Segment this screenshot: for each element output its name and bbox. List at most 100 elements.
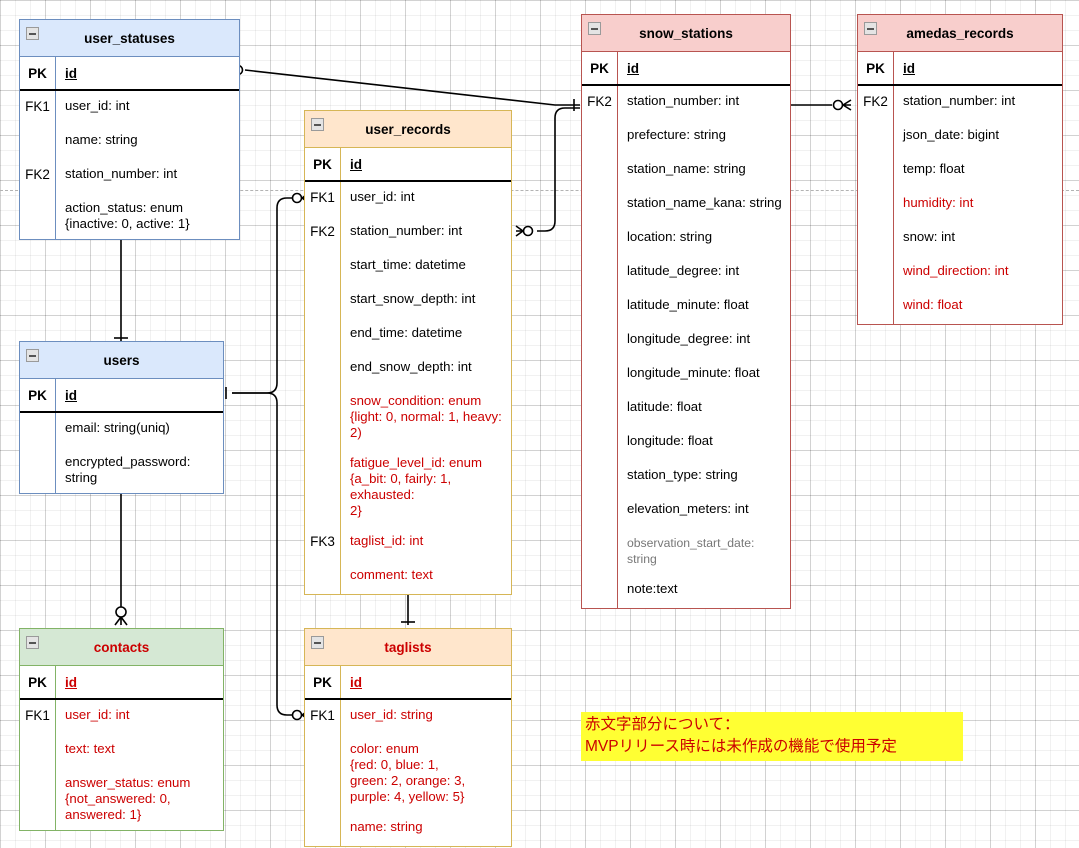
- collapse-icon[interactable]: [588, 22, 601, 35]
- fk-label: [20, 768, 56, 830]
- attribute-text: email: string(uniq): [65, 420, 170, 435]
- attribute-list: FK2 station_number: int prefecture: stri…: [582, 86, 790, 608]
- crowsfoot-user-records-station-number: [515, 225, 534, 237]
- attribute-row: FK1 user_id: int: [305, 182, 511, 216]
- fk-label: [305, 250, 341, 284]
- fk-label: [305, 284, 341, 318]
- attribute-text: longitude_degree: int: [627, 331, 751, 346]
- fk-label: [858, 222, 894, 256]
- attribute-row: json_date: bigint: [858, 120, 1062, 154]
- fk-label: [582, 324, 618, 358]
- attribute-text: user_id: int: [350, 189, 415, 204]
- attribute-text: wind_direction: int: [903, 263, 1009, 278]
- attribute-list: FK2 station_number: int json_date: bigin…: [858, 86, 1062, 324]
- attribute-text: encrypted_password: string: [65, 454, 191, 485]
- attribute-row: longitude_minute: float: [582, 358, 790, 392]
- attribute-list: FK1 user_id: int text: text answer_statu…: [20, 700, 223, 830]
- attribute-text: station_type: string: [627, 467, 738, 482]
- attribute-row: FK2 station_number: int: [582, 86, 790, 120]
- attribute-row: text: text: [20, 734, 223, 768]
- attribute-row: name: string: [20, 125, 239, 159]
- collapse-icon[interactable]: [311, 636, 324, 649]
- entity-snow-stations[interactable]: snow_stations PK id FK2 station_number: …: [581, 14, 791, 609]
- attribute-row: location: string: [582, 222, 790, 256]
- collapse-icon[interactable]: [864, 22, 877, 35]
- pk-field: id: [65, 65, 77, 81]
- attribute-text: snow: int: [903, 229, 956, 244]
- fk-label: [582, 574, 618, 608]
- attribute-row: latitude_minute: float: [582, 290, 790, 324]
- entity-contacts[interactable]: contacts PK id FK1 user_id: int text: te…: [19, 628, 224, 831]
- entity-user-records[interactable]: user_records PK id FK1 user_id: int FK2 …: [304, 110, 512, 595]
- pk-row: PK id: [858, 52, 1062, 86]
- attribute-row: start_time: datetime: [305, 250, 511, 284]
- attribute-text: name: string: [350, 819, 423, 834]
- attribute-list: FK1 user_id: string color: enum {red: 0,…: [305, 700, 511, 846]
- pk-row: PK id: [582, 52, 790, 86]
- attribute-row: comment: text: [305, 560, 511, 594]
- attribute-row: FK2 station_number: int: [20, 159, 239, 193]
- attribute-row: encrypted_password: string: [20, 447, 223, 493]
- fk-label: [582, 392, 618, 426]
- collapse-icon[interactable]: [26, 27, 39, 40]
- attribute-text: station_name_kana: string: [627, 195, 782, 210]
- entity-title-users: users: [20, 342, 223, 379]
- entity-taglists[interactable]: taglists PK id FK1 user_id: string color…: [304, 628, 512, 847]
- entity-title-amedas-records: amedas_records: [858, 15, 1062, 52]
- fk-label: [582, 528, 618, 574]
- entity-users[interactable]: users PK id email: string(uniq) encrypte…: [19, 341, 224, 494]
- entity-title-user-statuses: user_statuses: [20, 20, 239, 57]
- attribute-text: station_number: int: [627, 93, 740, 108]
- attribute-text: answer_status: enum {not_answered: 0, an…: [65, 775, 191, 822]
- entity-title-user-records: user_records: [305, 111, 511, 148]
- crowsfoot-contacts-top: [114, 606, 128, 626]
- fk-label: [20, 193, 56, 239]
- attribute-row: FK1 user_id: int: [20, 91, 239, 125]
- link-users-taglists: [232, 392, 292, 716]
- collapse-icon[interactable]: [311, 118, 324, 131]
- attribute-row: FK2 station_number: int: [858, 86, 1062, 120]
- fk-label: [582, 120, 618, 154]
- attribute-text: end_time: datetime: [350, 325, 463, 340]
- fk-label: [858, 188, 894, 222]
- attribute-text: location: string: [627, 229, 713, 244]
- entity-user-statuses[interactable]: user_statuses PK id FK1 user_id: int nam…: [19, 19, 240, 240]
- attribute-row: latitude_degree: int: [582, 256, 790, 290]
- entity-name: snow_stations: [639, 26, 733, 41]
- note-annotation[interactable]: 赤文字部分について： MVPリリース時には未作成の機能で使用予定: [581, 712, 963, 761]
- entity-title-contacts: contacts: [20, 629, 223, 666]
- pk-label: PK: [20, 57, 56, 89]
- attribute-list: FK1 user_id: int name: string FK2 statio…: [20, 91, 239, 239]
- entity-amedas-records[interactable]: amedas_records PK id FK2 station_number:…: [857, 14, 1063, 325]
- attribute-row: FK3 taglist_id: int: [305, 526, 511, 560]
- attribute-row: start_snow_depth: int: [305, 284, 511, 318]
- attribute-text: elevation_meters: int: [627, 501, 749, 516]
- fk-label: [858, 120, 894, 154]
- collapse-icon[interactable]: [26, 636, 39, 649]
- pk-row: PK id: [20, 379, 223, 413]
- attribute-row: latitude: float: [582, 392, 790, 426]
- attribute-text: observation_start_date: string: [627, 536, 755, 566]
- attribute-row: email: string(uniq): [20, 413, 223, 447]
- attribute-row: humidity: int: [858, 188, 1062, 222]
- attribute-text: longitude_minute: float: [627, 365, 760, 380]
- fk-label: FK3: [305, 526, 341, 560]
- attribute-list: FK1 user_id: int FK2 station_number: int…: [305, 182, 511, 594]
- attribute-text: wind: float: [903, 297, 963, 312]
- fk-label: [20, 447, 56, 493]
- pk-row: PK id: [305, 148, 511, 182]
- attribute-text: station_number: int: [903, 93, 1016, 108]
- fk-label: FK2: [858, 86, 894, 120]
- attribute-list: email: string(uniq) encrypted_password: …: [20, 413, 223, 493]
- fk-label: [582, 494, 618, 528]
- attribute-text: taglist_id: int: [350, 533, 424, 548]
- attribute-text: snow_condition: enum {light: 0, normal: …: [350, 393, 502, 440]
- pk-row: PK id: [20, 666, 223, 700]
- entity-name: user_statuses: [84, 31, 175, 46]
- collapse-icon[interactable]: [26, 349, 39, 362]
- fk-label: [582, 256, 618, 290]
- fk-label: FK1: [305, 182, 341, 216]
- fk-label: [20, 734, 56, 768]
- link-users-user-records: [232, 197, 292, 394]
